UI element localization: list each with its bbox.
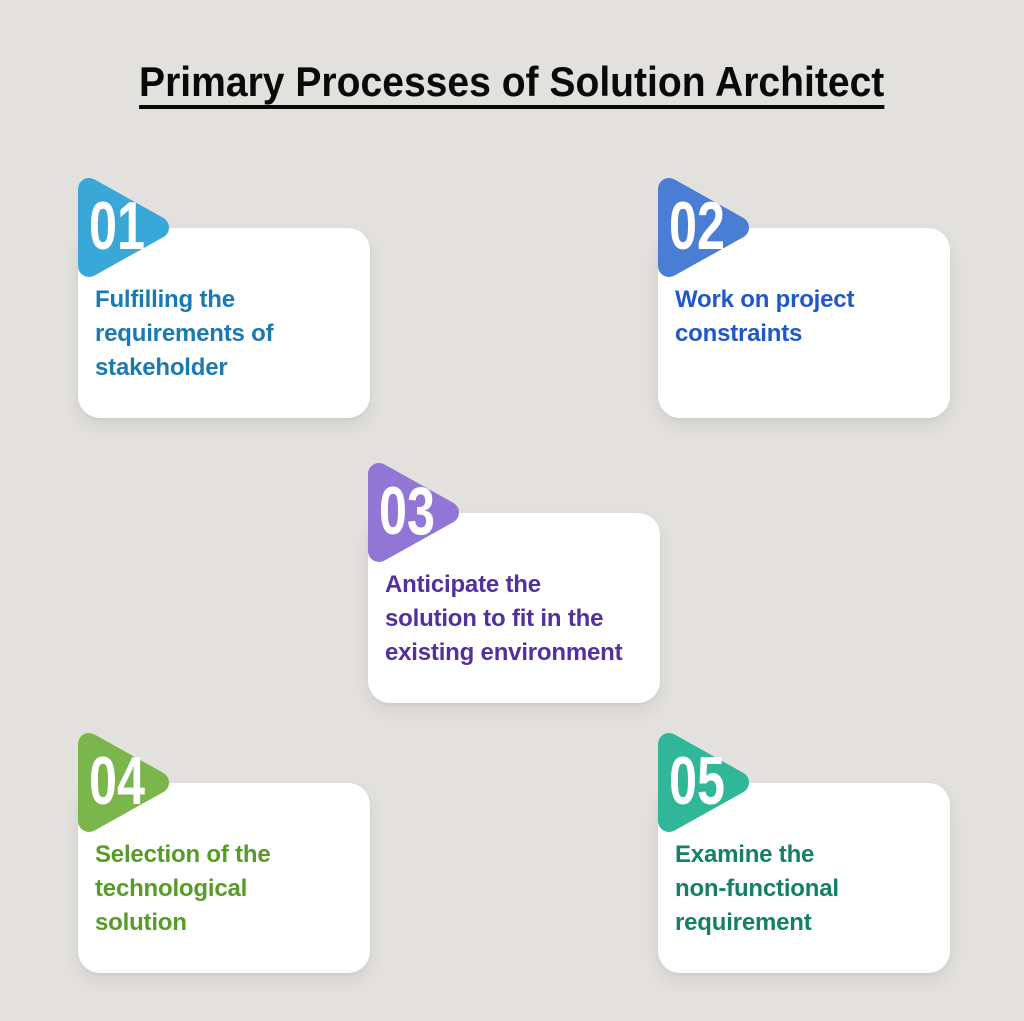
card-text-line: Anticipate the (385, 571, 541, 598)
card-text-line: Work on project (675, 286, 855, 313)
card-text: Selection of the technological solution (78, 783, 370, 940)
card-text: Examine the non-functional requirement (658, 783, 950, 940)
page-title: Primary Processes of Solution Architect (139, 58, 885, 105)
process-card-03: 03 Anticipate the solution to fit in the… (368, 463, 660, 703)
card-text-line: solution to fit in the (385, 605, 604, 632)
step-badge-01: 01 (78, 175, 171, 280)
card-text-line: requirement (675, 909, 812, 936)
step-number: 05 (669, 743, 725, 819)
card-text: Fulfilling the requirements of stakehold… (78, 228, 370, 385)
step-badge-02: 02 (658, 175, 751, 280)
card-text-line: stakeholder (95, 354, 228, 381)
play-triangle-icon (658, 733, 749, 832)
card-text-line: non-functional (675, 875, 839, 902)
card-text-line: Selection of the (95, 841, 271, 868)
card-text-line: existing environment (385, 639, 623, 666)
step-number: 01 (89, 188, 145, 264)
page-title-container: Primary Processes of Solution Architect (0, 58, 1024, 106)
card-text: Work on project constraints (658, 228, 950, 351)
card-text: Anticipate the solution to fit in the ex… (368, 513, 660, 670)
step-number: 03 (379, 473, 435, 549)
step-number: 02 (669, 188, 725, 264)
play-triangle-icon (658, 178, 749, 277)
card-text-line: technological (95, 875, 248, 902)
process-card-04: 04 Selection of the technological soluti… (78, 733, 370, 973)
card-text-line: constraints (675, 320, 803, 347)
card-text-line: Fulfilling the (95, 286, 235, 313)
process-card-02: 02 Work on project constraints (658, 178, 950, 418)
step-number: 04 (89, 743, 145, 819)
card-text-line: requirements of (95, 320, 274, 347)
process-card-05: 05 Examine the non-functional requiremen… (658, 733, 950, 973)
card-text-line: Examine the (675, 841, 815, 868)
play-triangle-icon (78, 178, 169, 277)
step-badge-05: 05 (658, 730, 751, 835)
play-triangle-icon (368, 463, 459, 562)
play-triangle-icon (78, 733, 169, 832)
process-card-01: 01 Fulfilling the requirements of stakeh… (78, 178, 370, 418)
step-badge-03: 03 (368, 460, 461, 565)
card-text-line: solution (95, 909, 187, 936)
step-badge-04: 04 (78, 730, 171, 835)
